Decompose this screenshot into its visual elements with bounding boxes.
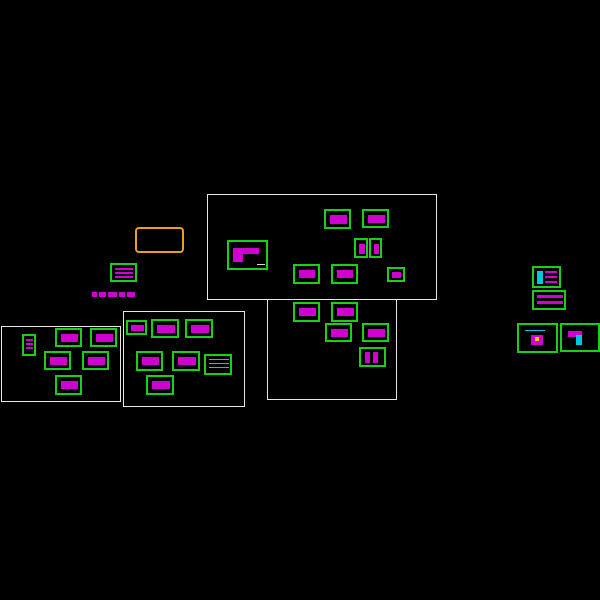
- drawing-sheet[interactable]: [369, 238, 382, 258]
- drawing-sheet[interactable]: [22, 334, 36, 356]
- sheet-ink: [299, 270, 315, 278]
- sheet-ink: [568, 331, 582, 337]
- drawing-sheet[interactable]: [110, 263, 137, 282]
- sheet-ink: [535, 337, 539, 341]
- sheet-ink: [115, 268, 133, 270]
- legend-strip: [92, 292, 135, 297]
- drawing-sheet[interactable]: [172, 351, 200, 371]
- sheet-ink: [233, 248, 243, 262]
- sheet-ink: [131, 325, 144, 331]
- sheet-ink: [525, 330, 545, 331]
- drawing-sheet[interactable]: [136, 351, 163, 371]
- drawing-sheet[interactable]: [293, 264, 320, 284]
- drawing-sheet[interactable]: [362, 323, 389, 342]
- sheet-ink: [61, 334, 78, 342]
- drawing-sheet[interactable]: [560, 323, 600, 352]
- sheet-ink: [392, 272, 401, 278]
- sheet-ink: [545, 281, 557, 283]
- sheet-ink: [209, 367, 229, 368]
- sheet-ink: [330, 215, 347, 224]
- sheet-ink: [26, 339, 33, 341]
- sheet-ink: [115, 276, 133, 278]
- drawing-sheet[interactable]: [55, 328, 82, 347]
- drawing-frame-left-center[interactable]: [123, 311, 245, 407]
- drawing-sheet[interactable]: [517, 323, 558, 353]
- sheet-ink: [26, 343, 33, 345]
- drawing-sheet[interactable]: [325, 323, 352, 342]
- drawing-sheet[interactable]: [293, 302, 320, 322]
- sheet-ink: [368, 215, 385, 223]
- drawing-sheet[interactable]: [204, 354, 232, 375]
- sheet-ink: [368, 329, 385, 337]
- legend-swatch: [92, 292, 97, 297]
- legend-swatch: [99, 292, 106, 297]
- sheet-ink: [142, 357, 159, 365]
- sheet-ink: [96, 334, 113, 342]
- sheet-ink: [209, 359, 229, 360]
- drawing-frame-center[interactable]: [267, 299, 397, 400]
- drawing-sheet[interactable]: [324, 209, 351, 229]
- drawing-sheet[interactable]: [532, 266, 561, 288]
- sheet-ink: [337, 270, 353, 278]
- sheet-ink: [152, 381, 170, 389]
- legend-swatch: [119, 292, 125, 297]
- drawing-sheet[interactable]: [227, 240, 268, 270]
- sheet-ink: [243, 248, 259, 254]
- sheet-ink: [299, 308, 316, 316]
- sheet-ink: [374, 244, 379, 254]
- drawing-sheet[interactable]: [82, 351, 109, 370]
- sheet-ink: [576, 335, 582, 345]
- sheet-ink: [178, 357, 196, 365]
- drawing-sheet[interactable]: [146, 375, 174, 395]
- sheet-ink: [257, 264, 265, 265]
- drawing-sheet[interactable]: [331, 302, 358, 322]
- sheet-ink: [545, 271, 557, 273]
- drawing-sheet[interactable]: [331, 264, 358, 284]
- sheet-ink: [191, 325, 209, 333]
- sheet-ink: [537, 271, 543, 284]
- sheet-ink: [157, 325, 175, 333]
- drawing-sheet[interactable]: [387, 267, 405, 282]
- sheet-ink: [61, 381, 78, 389]
- drawing-sheet[interactable]: [126, 320, 147, 335]
- drawing-frame-left[interactable]: [1, 326, 121, 402]
- sheet-ink: [337, 308, 354, 316]
- sheet-ink: [331, 329, 348, 337]
- title-block[interactable]: [135, 227, 184, 253]
- sheet-ink: [537, 301, 563, 304]
- sheet-ink: [50, 357, 67, 365]
- drawing-sheet[interactable]: [151, 319, 179, 338]
- legend-swatch: [127, 292, 135, 297]
- sheet-ink: [359, 244, 365, 254]
- sheet-ink: [88, 357, 105, 365]
- sheet-ink: [373, 352, 378, 363]
- drawing-sheet[interactable]: [185, 319, 213, 338]
- drawing-sheet[interactable]: [359, 347, 386, 367]
- drawing-sheet[interactable]: [44, 351, 71, 370]
- sheet-ink: [209, 363, 229, 364]
- sheet-ink: [115, 272, 133, 274]
- drawing-sheet[interactable]: [532, 290, 566, 310]
- sheet-ink: [365, 352, 370, 363]
- drawing-sheet[interactable]: [55, 375, 82, 395]
- sheet-ink: [545, 276, 557, 278]
- drawing-sheet[interactable]: [362, 209, 389, 228]
- drawing-sheet[interactable]: [90, 328, 117, 347]
- legend-swatch: [108, 292, 117, 297]
- sheet-ink: [537, 295, 563, 298]
- sheet-ink: [26, 347, 33, 349]
- drawing-sheet[interactable]: [354, 238, 368, 258]
